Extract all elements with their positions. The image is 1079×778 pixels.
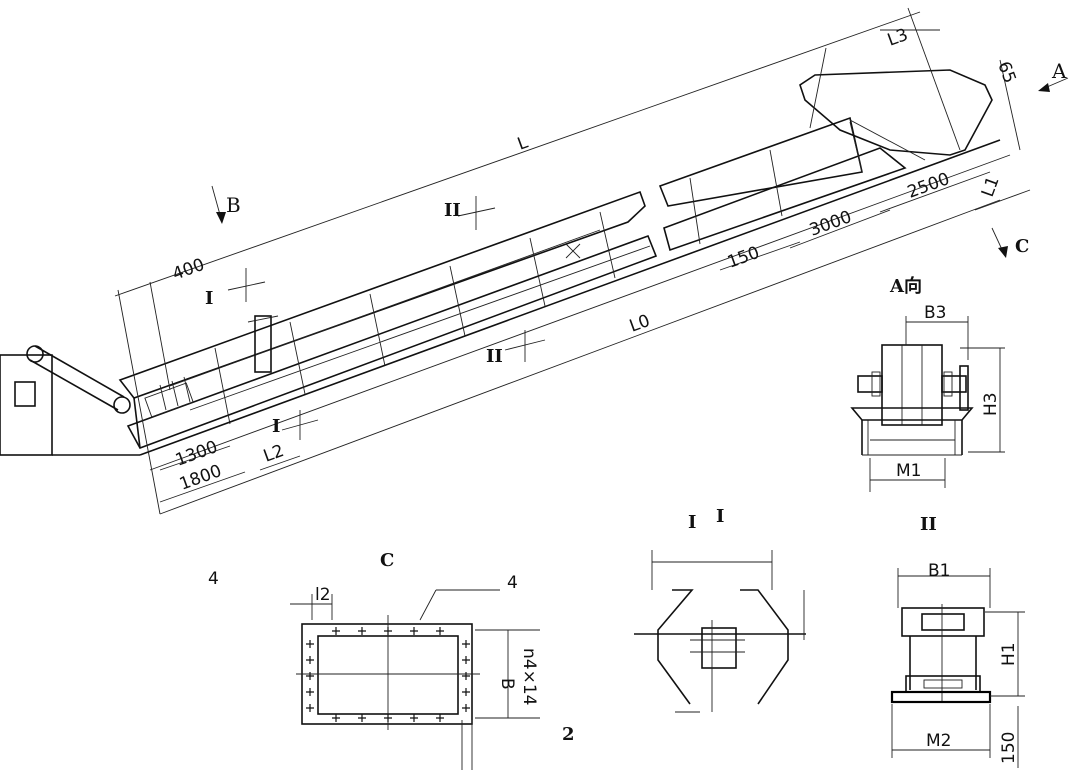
view-arrow-C-label: C (1015, 236, 1029, 257)
flange-bolt-holes (306, 627, 470, 722)
dim-65: 65 (993, 59, 1019, 86)
bolt-hole-mark (306, 640, 314, 648)
bolt-hole-mark (410, 627, 418, 635)
dim-150: 150 (725, 243, 762, 273)
view-A-H3: H3 (981, 392, 1001, 416)
view-II-H1: H1 (999, 642, 1019, 666)
main-view (0, 7, 1069, 515)
view-arrow-A-label: A (1051, 59, 1067, 83)
bolt-hole-mark (358, 627, 366, 635)
view-A-B3: B3 (924, 303, 946, 323)
dim-L1: L1 (978, 174, 1004, 200)
dim-2500: 2500 (905, 169, 952, 203)
bolt-hole-mark (306, 656, 314, 664)
bolt-hole-mark (462, 704, 470, 712)
bolt-hole-mark (332, 627, 340, 635)
bolt-hole-mark (462, 656, 470, 664)
drive-housing (0, 354, 53, 456)
view-A (850, 316, 1005, 492)
bolt-hole-mark (462, 640, 470, 648)
view-C-bottom-num: 2 (562, 724, 575, 745)
bolt-hole-mark (436, 714, 444, 722)
section-I-mark-a: I (205, 288, 213, 309)
bolt-hole-mark (436, 627, 444, 635)
frame-base (139, 139, 1001, 456)
section-II-mark-b: II (486, 346, 503, 367)
discharge-chute (799, 69, 993, 156)
tail-pulley (113, 396, 131, 414)
bolt-hole-mark (462, 672, 470, 680)
dim-L2: L2 (261, 441, 287, 467)
view-II-150: 150 (999, 732, 1019, 764)
bolt-hole-mark (306, 672, 314, 680)
view-arrow-B-label: B (226, 193, 241, 217)
view-C-note-num: 4 (208, 569, 219, 589)
view-A-M1: M1 (896, 461, 921, 481)
bolt-hole-mark (306, 704, 314, 712)
dim-line-L0 (159, 199, 1001, 515)
view-I-title-mark: I (716, 506, 724, 527)
dim-3000: 3000 (807, 207, 854, 241)
view-I (634, 550, 806, 713)
view-II-M2: M2 (926, 731, 951, 751)
view-II-B1: B1 (928, 561, 950, 581)
view-C-n4x14: n4×14 (519, 648, 539, 705)
bolt-hole-mark (358, 714, 366, 722)
bolt-hole-mark (384, 714, 392, 722)
view-C-title: C (380, 550, 394, 571)
section-II-mark-a: II (444, 200, 461, 221)
conveyor-body-upper (118, 190, 658, 449)
bolt-hole-mark (462, 688, 470, 696)
dim-400: 400 (170, 255, 207, 285)
view-C-leader-num: 4 (507, 573, 518, 593)
dim-L: L (515, 132, 531, 154)
bolt-hole-mark (306, 688, 314, 696)
bolt-hole-mark (410, 714, 418, 722)
bolt-hole-mark (384, 627, 392, 635)
view-II (890, 568, 1025, 768)
motor-box (14, 381, 36, 407)
dim-line-L (114, 11, 921, 297)
view-C-B: B (497, 678, 517, 690)
bolt-hole-mark (332, 714, 340, 722)
view-A-title: A向 (889, 275, 922, 297)
view-C-l2: l2 (315, 585, 331, 605)
view-II-title: II (920, 514, 937, 535)
section-I-mark-b: I (272, 416, 280, 437)
dim-L0: L0 (627, 311, 653, 337)
conveyor-body-lower (658, 116, 907, 252)
view-I-title: I (688, 512, 696, 533)
dim-L3: L3 (885, 25, 911, 51)
